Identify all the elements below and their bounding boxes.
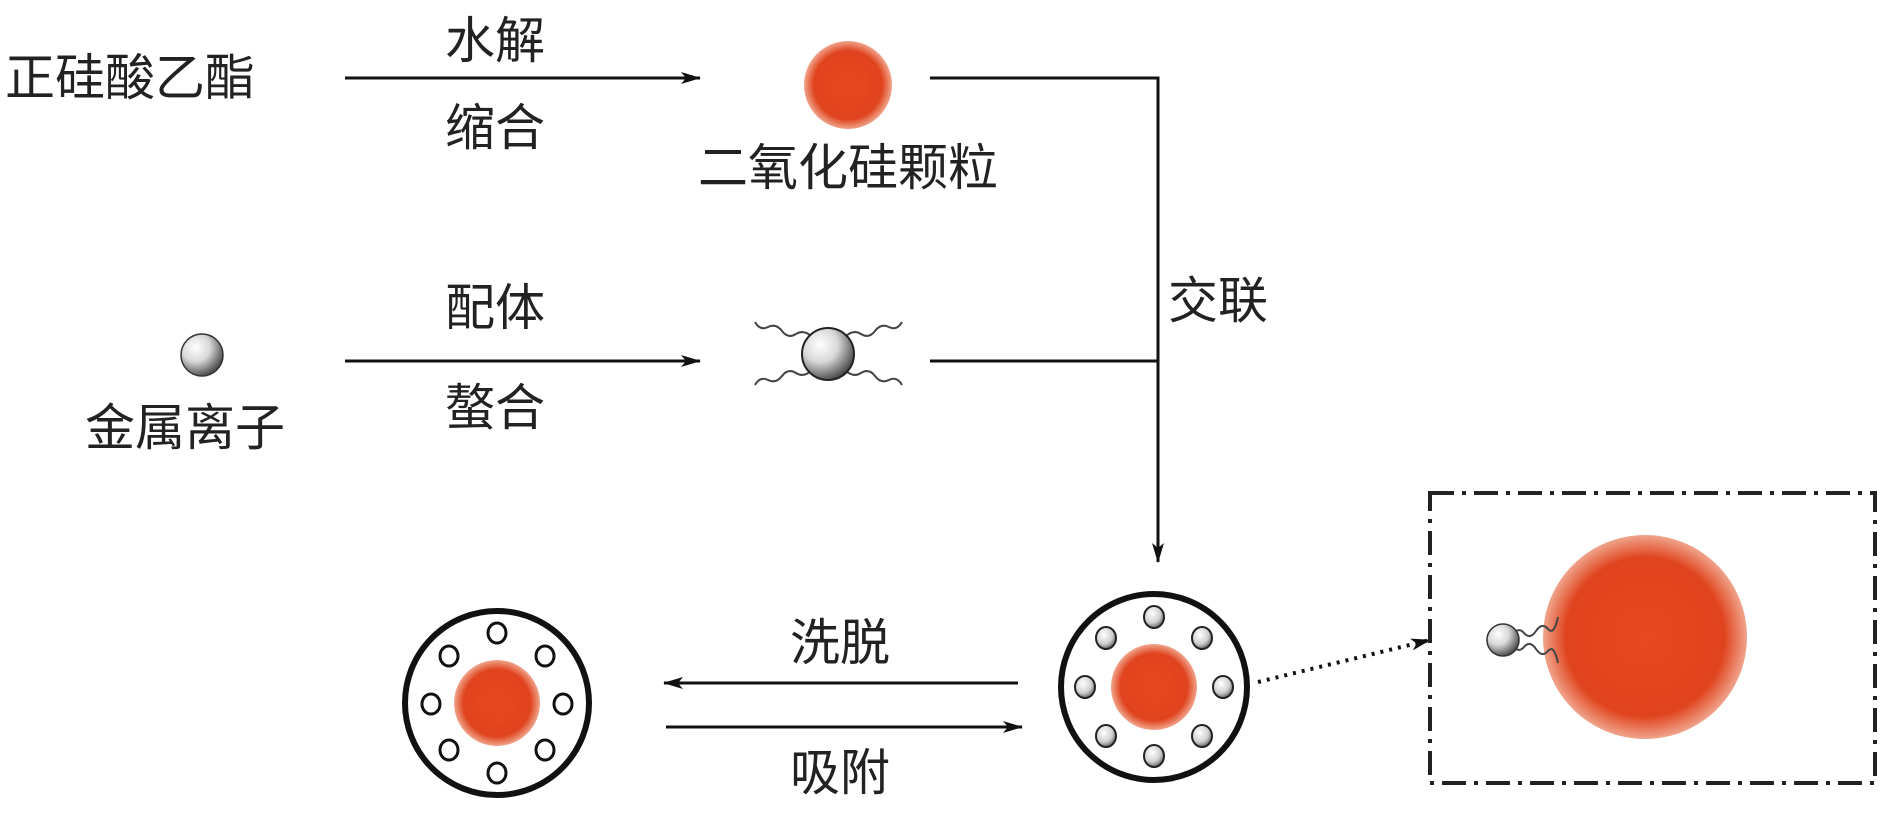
zoom-silica-particle-icon xyxy=(1543,535,1747,739)
zoom-ligand-chain-icon xyxy=(1511,616,1559,637)
zoom-inset-content xyxy=(1486,535,1747,739)
loaded-composite-particle-icon xyxy=(1058,591,1250,783)
teos-label: 正硅酸乙酯 xyxy=(5,49,255,107)
elution-label: 洗脱 xyxy=(790,614,890,672)
metal-ion-label: 金属离子 xyxy=(85,399,285,457)
silica-particle-icon xyxy=(804,41,892,129)
ligand-label: 配体 xyxy=(445,279,545,337)
silica-particle-label: 二氧化硅颗粒 xyxy=(698,139,998,197)
chelation-label: 螯合 xyxy=(445,379,545,437)
crosslink-connector xyxy=(930,76,1164,563)
hydrolysis-label: 水解 xyxy=(445,12,545,70)
condensation-label: 缩合 xyxy=(445,99,545,157)
zoom-inset-frame xyxy=(1428,491,1877,785)
eluted-particle-icon xyxy=(402,608,592,798)
crosslink-label: 交联 xyxy=(1168,272,1268,330)
zoom-metal-ion-icon xyxy=(1486,623,1520,657)
zoom-pointer-arrow xyxy=(1257,638,1431,684)
adsorption-label: 吸附 xyxy=(790,744,890,802)
metal-ion-icon xyxy=(180,333,224,377)
chelated-metal-icon xyxy=(754,321,903,386)
